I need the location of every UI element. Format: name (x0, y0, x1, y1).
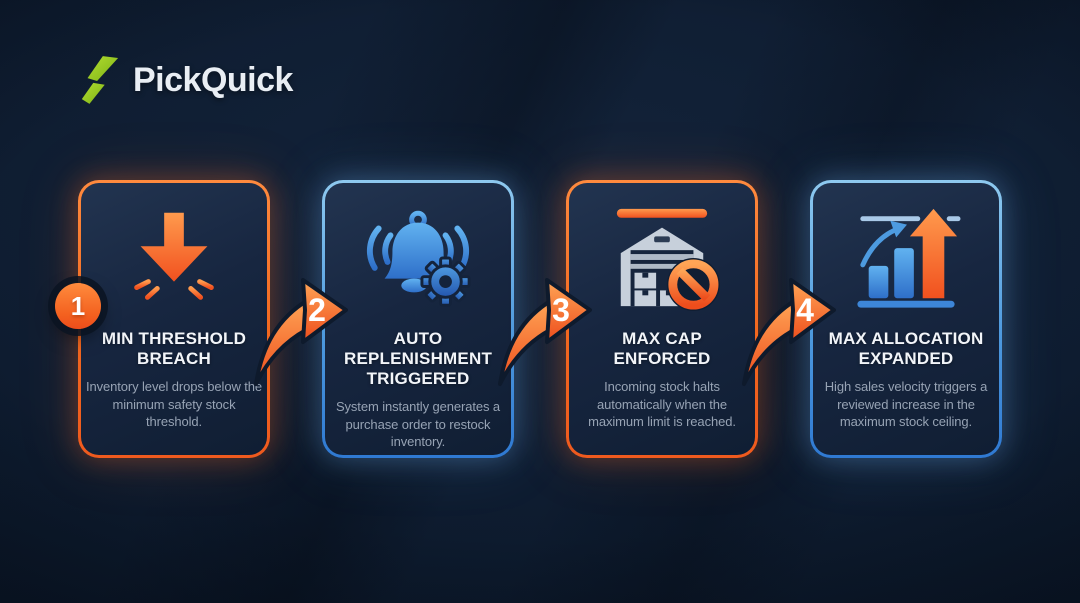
step-description: System instantly generates a purchase or… (335, 399, 501, 450)
step-number-badge: 1 (55, 283, 101, 329)
step-number: 4 (796, 292, 814, 328)
step-title: AUTO REPLENISHMENT TRIGGERED (343, 329, 493, 389)
flow-arrow-icon: 3 (498, 278, 592, 386)
step-card-2: AUTO REPLENISHMENT TRIGGERED System inst… (322, 180, 514, 458)
green-lightning-bolt-icon (81, 56, 119, 104)
step-number: 1 (70, 290, 86, 321)
step-number: 3 (552, 292, 570, 328)
growth-chart-expand-icon (847, 197, 965, 319)
step-description: High sales velocity triggers a reviewed … (824, 379, 988, 430)
flow-arrow-icon: 4 (742, 278, 836, 386)
flow-arrow-icon: 2 (254, 278, 348, 386)
step-title: MAX ALLOCATION EXPANDED (828, 329, 984, 369)
step-card-3: MAX CAP ENFORCED Incoming stock halts au… (566, 180, 758, 458)
warehouse-blocked-icon (603, 197, 721, 319)
step-description: Inventory level drops below the minimum … (85, 379, 263, 430)
step-card-4: MAX ALLOCATION EXPANDED High sales veloc… (810, 180, 1002, 458)
gear-icon (420, 256, 471, 307)
down-arrow-impact-icon (115, 197, 233, 319)
no-entry-icon (666, 258, 720, 312)
step-number: 2 (308, 292, 326, 328)
step-title: MAX CAP ENFORCED (613, 329, 711, 369)
brand-logo: PickQuick (78, 54, 293, 106)
step-card-1: MIN THRESHOLD BREACH Inventory level dro… (78, 180, 270, 458)
step-description: Incoming stock halts automatically when … (588, 379, 736, 430)
step-title: MIN THRESHOLD BREACH (101, 329, 247, 369)
alert-bell-gear-icon (359, 197, 477, 319)
brand-name: PickQuick (133, 60, 293, 99)
